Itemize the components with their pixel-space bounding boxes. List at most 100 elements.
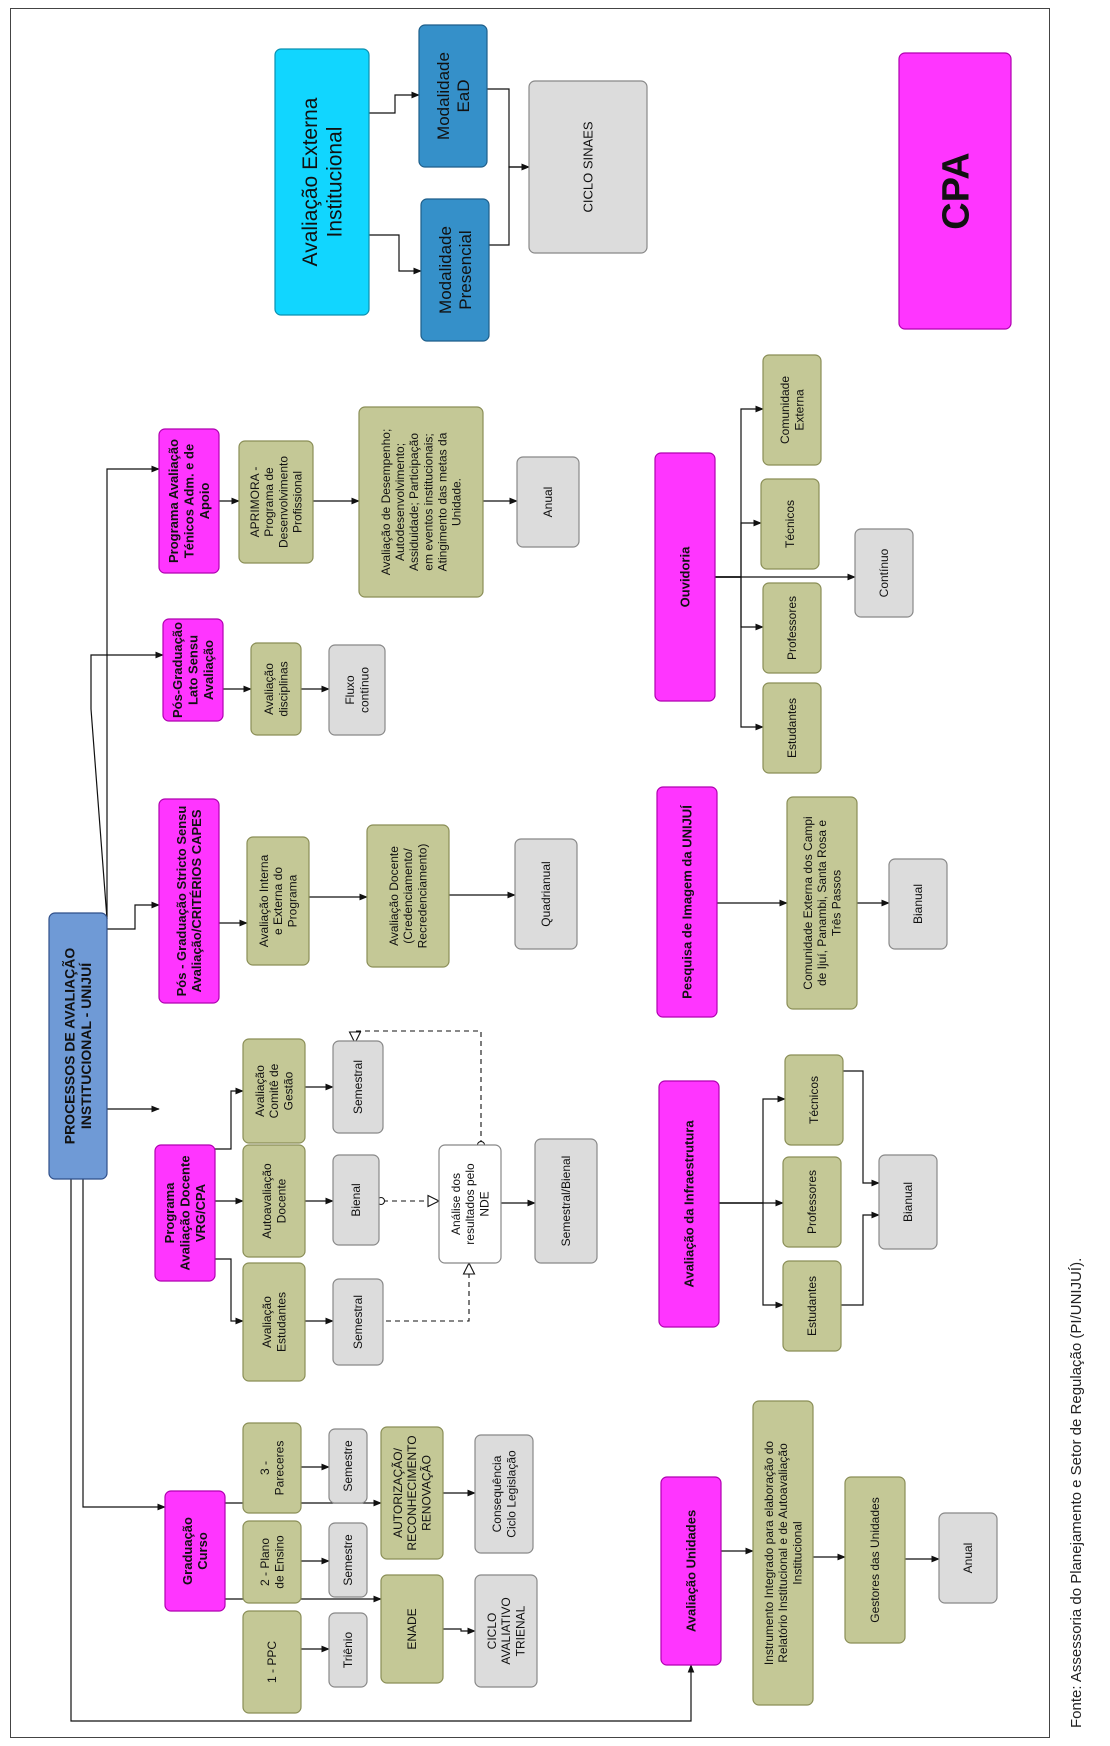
node-label-line: Avaliação de Desempenho; bbox=[379, 429, 393, 576]
node-label-line: Externa bbox=[792, 389, 806, 431]
node-label: Semestre bbox=[341, 1534, 355, 1586]
node-continuo: Contínuo bbox=[854, 528, 914, 618]
node-label-line: Anual bbox=[541, 487, 555, 518]
node-trienio: Triênio bbox=[328, 1612, 368, 1688]
node-box bbox=[242, 1038, 306, 1144]
node-label-line: AVALIATIVO bbox=[499, 1597, 513, 1664]
node-label: Bianual bbox=[901, 1182, 915, 1222]
node-bianual-infra: Bianual bbox=[878, 1154, 938, 1250]
node-box bbox=[438, 1144, 502, 1264]
node-label: Avaliação ExternaInstitucional bbox=[299, 97, 347, 266]
node-label-line: Três Passos bbox=[829, 870, 843, 936]
node-pesquisa-imagem: Pesquisa de Imagem da UNIJUÍ bbox=[656, 786, 718, 1018]
node-box bbox=[242, 1610, 302, 1714]
node-cpa: CPA bbox=[898, 52, 1012, 330]
node-box bbox=[274, 48, 370, 316]
node-label: Professores bbox=[785, 596, 799, 660]
node-box bbox=[332, 1278, 384, 1366]
node-box bbox=[782, 1260, 842, 1352]
node-label-line: CPA bbox=[935, 152, 977, 229]
node-label: Avaliação de Desempenho;Autodesenvolvime… bbox=[379, 429, 464, 576]
node-label-line: Contínuo bbox=[877, 548, 891, 597]
node-aval-infra: Avaliação da Infraestrutura bbox=[658, 1080, 720, 1328]
node-box bbox=[786, 796, 858, 1010]
node-label: 2 - Planode Ensino bbox=[258, 1535, 286, 1589]
node-aval-externa: Avaliação ExternaInstitucional bbox=[274, 48, 370, 316]
node-box bbox=[888, 858, 948, 950]
node-label: ModalidadePresencial bbox=[436, 226, 475, 314]
node-box bbox=[242, 1262, 306, 1382]
node-box bbox=[242, 1144, 306, 1258]
node-label-line: AUTORIZAÇÃO/ bbox=[391, 1447, 405, 1537]
node-label-line: Avaliação Unidades bbox=[684, 1510, 699, 1632]
node-box bbox=[762, 682, 822, 774]
node-box bbox=[762, 354, 822, 466]
node-label-line: Avaliação Externa bbox=[299, 97, 322, 266]
diagram-frame: PROCESSOS DE AVALIAÇÃOINSTITUCIONAL - UN… bbox=[10, 8, 1050, 1738]
node-label-line: INSTITUCIONAL - UNIJUÍ bbox=[78, 962, 94, 1129]
node-label-line: Comitê de bbox=[267, 1063, 281, 1118]
node-label-line: Programa bbox=[162, 1182, 177, 1243]
node-label-line: Ciclo Legislação bbox=[504, 1450, 518, 1538]
node-label: Bienal bbox=[349, 1183, 363, 1216]
node-box bbox=[158, 798, 220, 1004]
node-label-line: disciplinas bbox=[276, 661, 290, 716]
connector-arrow bbox=[70, 1179, 695, 1722]
node-label-line: Avaliação Interna bbox=[257, 854, 271, 947]
node-label-line: contínuo bbox=[357, 667, 371, 713]
node-label: PROCESSOS DE AVALIAÇÃOINSTITUCIONAL - UN… bbox=[61, 948, 95, 1145]
node-label-line: Quadrianual bbox=[539, 861, 553, 926]
connector-arrow bbox=[443, 1627, 476, 1635]
node-anual-unid: Anual bbox=[938, 1512, 998, 1604]
node-label: Pesquisa de Imagem da UNIJUÍ bbox=[680, 805, 695, 999]
node-label-line: Graduação bbox=[180, 1517, 195, 1585]
node-box bbox=[844, 1476, 906, 1644]
node-label-line: Curso bbox=[195, 1532, 210, 1570]
connector-arrow bbox=[90, 651, 164, 920]
node-label-line: Docente bbox=[274, 1178, 288, 1223]
connector-arrow bbox=[489, 163, 530, 246]
node-label: Fluxocontínuo bbox=[343, 667, 371, 713]
node-label: Estudantes bbox=[785, 698, 799, 758]
node-label-line: Avaliação bbox=[201, 640, 216, 700]
node-label: CICLO SINAES bbox=[581, 121, 596, 212]
node-box bbox=[474, 1574, 538, 1688]
node-label-line: Presencial bbox=[456, 230, 475, 309]
node-fluxo-continuo: Fluxocontínuo bbox=[328, 644, 386, 736]
node-label-line: Técnicos bbox=[807, 1076, 821, 1124]
node-box bbox=[332, 1040, 384, 1134]
node-autoavaliacao: AutoavaliaçãoDocente bbox=[242, 1144, 306, 1258]
connector-arrow bbox=[215, 1258, 244, 1325]
node-professores-ouv: Professores bbox=[762, 582, 822, 674]
node-label-line: Autoavaliação bbox=[260, 1163, 274, 1239]
node-label-line: de Ensino bbox=[272, 1535, 286, 1589]
node-label-line: APRIMORA - bbox=[248, 467, 262, 538]
node-semestre-1: Semestre bbox=[328, 1522, 368, 1598]
node-box bbox=[514, 838, 578, 950]
node-label: Pós-GraduaçãoLato SensuAvaliação bbox=[170, 622, 216, 718]
node-label-line: NDE bbox=[477, 1191, 491, 1216]
node-box bbox=[332, 1154, 380, 1246]
node-label-line: Institucional bbox=[790, 1521, 804, 1584]
node-box bbox=[654, 452, 716, 702]
node-label-line: Assiduidade; Participação bbox=[407, 433, 421, 571]
node-semestral-est: Semestral bbox=[332, 1278, 384, 1366]
node-label-line: Ténicos Adm. e de bbox=[182, 444, 197, 558]
node-label-line: Programa bbox=[285, 874, 299, 927]
node-label: Análise dosresultados peloNDE bbox=[449, 1163, 491, 1245]
node-label-line: Estudantes bbox=[785, 698, 799, 758]
node-box bbox=[242, 1520, 302, 1604]
node-label: Comunidade Externa dos Campide Ijuí, Pan… bbox=[801, 816, 843, 989]
connector-arrow bbox=[719, 1202, 784, 1309]
node-tecnicos-infra: Técnicos bbox=[784, 1054, 844, 1146]
node-label: 1 - PPC bbox=[265, 1641, 279, 1683]
node-semestral-comite: Semestral bbox=[332, 1040, 384, 1134]
node-label-line: Gestores das Unidades bbox=[868, 1497, 882, 1622]
node-box bbox=[898, 52, 1012, 330]
node-label-line: Avaliação bbox=[262, 663, 276, 715]
node-label: Instrumento Integrado para elaboração do… bbox=[762, 1441, 804, 1665]
node-consequencia: ConsequênciaCiclo Legislação bbox=[474, 1434, 534, 1554]
node-label-line: Avaliação/CRITÉRIOS CAPES bbox=[189, 809, 204, 992]
node-label-line: Professores bbox=[785, 596, 799, 660]
node-label-line: de Ijuí, Panambi, Santa Rosa e bbox=[815, 820, 829, 986]
